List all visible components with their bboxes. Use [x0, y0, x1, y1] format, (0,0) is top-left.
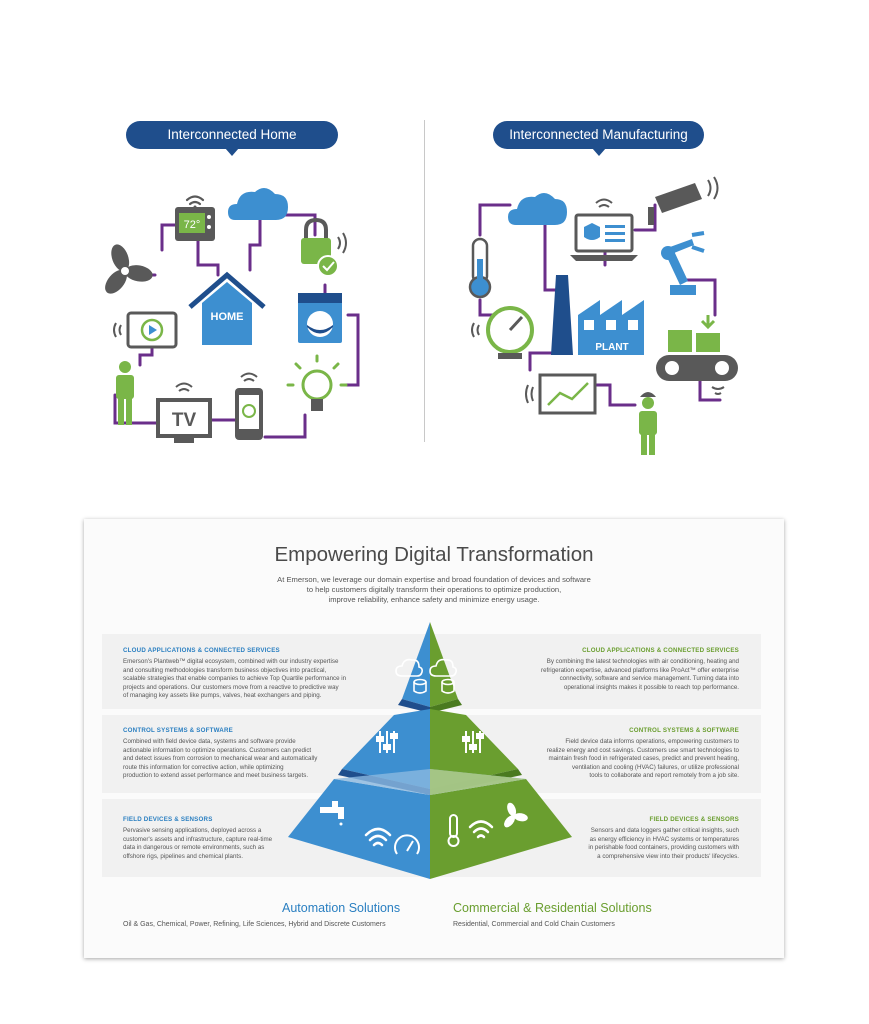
text-line: maintain fresh food in refrigerated case…	[548, 755, 739, 763]
text-line: and detect issues from corrosion to mech…	[123, 755, 318, 763]
tv-label: TV	[172, 410, 197, 431]
text-line: route this information for corrective ac…	[123, 763, 284, 771]
commercial-solutions-title: Commercial & Residential Solutions	[453, 901, 652, 915]
right-control-section: CONTROL SYSTEMS & SOFTWARE Field device …	[524, 727, 739, 781]
text-line: Combined with field device data, systems…	[123, 738, 296, 745]
pyramid-base-right	[430, 779, 572, 879]
section-divider	[424, 120, 425, 442]
text-line: Sensors and data loggers gather critical…	[590, 827, 739, 834]
wifi-icon	[185, 195, 205, 209]
text-line: customer's assets and infrastructure, ca…	[123, 835, 273, 843]
gauge-icon	[471, 306, 534, 359]
fan-icon	[105, 244, 153, 294]
house-label: HOME	[211, 311, 244, 323]
card-intro: At Emerson, we leverage our domain exper…	[234, 575, 634, 605]
pyramid-top-left	[402, 622, 430, 707]
control-sliders-icon-left	[376, 731, 398, 753]
text-line: in perishable food containers, providing…	[588, 844, 739, 852]
home-title: Interconnected Home	[167, 127, 297, 142]
plant-label: PLANT	[595, 342, 628, 353]
text-line: actionable information to optimize opera…	[123, 746, 312, 754]
interconnected-home-diagram: 72° HOME	[105, 187, 360, 443]
intro-line: improve reliability, enhance safety and …	[328, 595, 540, 604]
control-sliders-icon-right	[462, 731, 484, 753]
text-line: ventilation and cooling (HVAC) failures,…	[571, 763, 739, 771]
text-line: production to extend asset performance a…	[123, 772, 309, 780]
text-line: operational insights makes it possible t…	[563, 683, 739, 691]
text-line: connectivity, software and service manag…	[559, 675, 739, 683]
text-line: projects and operations. Our customers m…	[123, 683, 339, 691]
robotic-arm-icon	[661, 231, 705, 295]
pressure-gauge-icon	[394, 834, 420, 855]
conveyor-belt-icon	[656, 315, 738, 395]
automation-solutions-subtitle: Oil & Gas, Chemical, Power, Refining, Li…	[123, 921, 386, 928]
left-cloud-section: CLOUD APPLICATIONS & CONNECTED SERVICES …	[123, 647, 358, 701]
manufacturing-title: Interconnected Manufacturing	[509, 127, 688, 142]
right-cloud-heading: CLOUD APPLICATIONS & CONNECTED SERVICES	[582, 647, 739, 654]
thermometer-small-icon	[447, 814, 460, 847]
tablet-icon	[113, 311, 178, 349]
left-cloud-heading: CLOUD APPLICATIONS & CONNECTED SERVICES	[123, 647, 280, 654]
worker-icon	[639, 392, 657, 455]
factory-plant-icon: PLANT	[551, 275, 644, 355]
washing-machine-icon	[298, 293, 342, 343]
digital-transformation-card: Empowering Digital Transformation At Eme…	[84, 519, 784, 958]
interconnected-manufacturing-diagram: PLANT	[468, 176, 738, 455]
text-line: of managing key assets like pumps, valve…	[123, 692, 322, 700]
intro-line: to help customers digitally transform th…	[306, 585, 562, 594]
text-line: tools to collaborate and report remotely…	[589, 772, 739, 780]
text-line: By combining the latest technologies wit…	[546, 658, 739, 665]
text-line: refrigeration expertise, advanced platfo…	[541, 666, 739, 674]
lock-icon	[301, 217, 347, 277]
text-line: Field device data informs operations, em…	[565, 738, 739, 745]
person-icon	[116, 361, 134, 425]
faucet-icon	[320, 801, 344, 826]
text-line: data in dangerous or remote environments…	[123, 844, 265, 852]
text-line: a comprehensive view into their products…	[597, 852, 739, 860]
home-title-pill: Interconnected Home	[126, 121, 338, 156]
fan-small-icon	[504, 802, 528, 828]
left-field-section: FIELD DEVICES & SENSORS Pervasive sensin…	[123, 816, 358, 861]
manufacturing-title-pill: Interconnected Manufacturing	[493, 121, 704, 156]
right-control-heading: CONTROL SYSTEMS & SOFTWARE	[629, 727, 739, 734]
pyramid-base-left	[288, 779, 430, 879]
left-control-heading: CONTROL SYSTEMS & SOFTWARE	[123, 727, 233, 734]
left-control-section: CONTROL SYSTEMS & SOFTWARE Combined with…	[123, 727, 358, 781]
cloud-icon	[508, 192, 567, 225]
wifi-signal-icon	[364, 827, 392, 847]
automation-solutions-title: Automation Solutions	[282, 901, 401, 915]
thermostat-icon: 72°	[175, 207, 215, 241]
card-title: Empowering Digital Transformation	[274, 543, 594, 566]
wifi-signal-icon-right	[468, 820, 494, 839]
cloud-apps-icon-right	[429, 658, 457, 694]
cloud-apps-icon-left	[395, 658, 427, 694]
light-bulb-icon	[286, 354, 348, 411]
text-line: Pervasive sensing applications, deployed…	[123, 827, 262, 834]
tv-icon: TV	[156, 382, 212, 443]
cloud-icon	[228, 187, 288, 220]
commercial-solutions-subtitle: Residential, Commercial and Cold Chain C…	[453, 921, 615, 928]
laptop-icon	[570, 198, 638, 261]
text-line: and consulting methodologies transform b…	[123, 666, 327, 674]
right-cloud-section: CLOUD APPLICATIONS & CONNECTED SERVICES …	[524, 647, 739, 692]
text-line: offshore rigs, pipelines and chemical pl…	[123, 852, 243, 860]
chart-monitor-icon	[525, 373, 597, 415]
pyramid-graphic	[288, 622, 572, 879]
left-field-heading: FIELD DEVICES & SENSORS	[123, 816, 213, 823]
thermostat-reading: 72°	[184, 219, 201, 231]
pyramid-top-right	[430, 622, 458, 707]
text-line: Emerson's Plantweb™ digital ecosystem, c…	[123, 658, 339, 665]
thermometer-icon	[468, 237, 492, 299]
smartphone-icon	[235, 372, 263, 440]
text-line: scalable strategies that enable companie…	[123, 675, 347, 683]
security-camera-icon	[648, 176, 719, 225]
text-line: as energy efficiency in HVAC systems or …	[589, 835, 739, 843]
right-field-heading: FIELD DEVICES & SENSORS	[649, 816, 739, 823]
intro-line: At Emerson, we leverage our domain exper…	[277, 575, 591, 584]
text-line: realize energy and cost savings. Custome…	[546, 746, 739, 754]
right-field-section: FIELD DEVICES & SENSORS Sensors and data…	[524, 816, 739, 861]
house-icon: HOME	[188, 271, 266, 345]
